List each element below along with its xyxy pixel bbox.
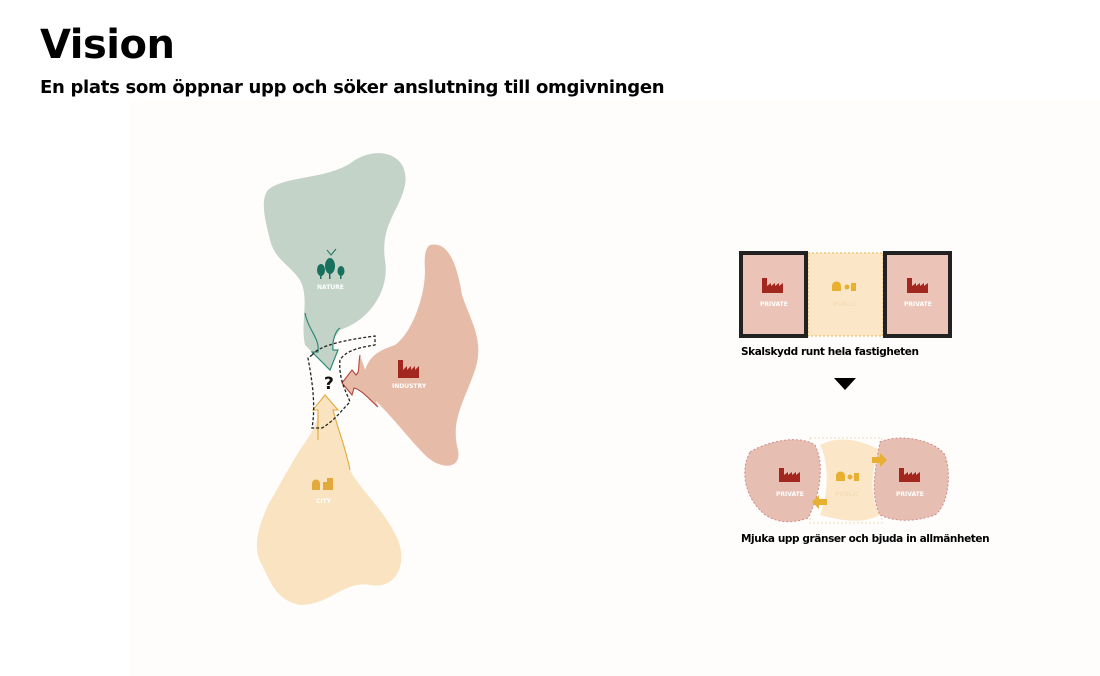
private-label: PRIVATE bbox=[760, 301, 788, 308]
city-label: CITY bbox=[316, 498, 332, 505]
arrow-right-icon bbox=[872, 453, 887, 467]
dashed-connector bbox=[307, 335, 376, 429]
public-label: PUBLIC bbox=[833, 301, 858, 308]
public-blob bbox=[820, 439, 880, 521]
public-zone-top bbox=[807, 252, 884, 337]
factory-icon bbox=[398, 360, 419, 378]
private-box-left bbox=[739, 251, 808, 338]
factory-icon bbox=[907, 278, 928, 293]
industry-blob bbox=[355, 244, 479, 466]
factory-icon bbox=[779, 468, 800, 482]
nature-label: NATURE bbox=[317, 284, 344, 291]
public-label: PUBLIC bbox=[835, 491, 860, 498]
trees-icon bbox=[317, 248, 345, 279]
private-box-right bbox=[883, 251, 952, 338]
down-triangle-icon bbox=[834, 378, 856, 390]
center-question-mark: ? bbox=[324, 374, 334, 394]
private-label: PRIVATE bbox=[776, 491, 804, 498]
factory-icon bbox=[762, 278, 783, 293]
nature-blob bbox=[263, 153, 406, 360]
bottom-caption: Mjuka upp gränser och bjuda in allmänhet… bbox=[741, 533, 990, 545]
private-label: PRIVATE bbox=[896, 491, 924, 498]
city-blob bbox=[256, 395, 402, 605]
page-subtitle: En plats som öppnar upp och söker anslut… bbox=[40, 77, 665, 98]
arrow-left-icon bbox=[812, 495, 827, 509]
city-arrow-outline bbox=[311, 394, 351, 471]
private-label: PRIVATE bbox=[904, 301, 932, 308]
page-title: Vision bbox=[40, 22, 175, 68]
industry-label: INDUSTRY bbox=[392, 383, 427, 390]
nature-arrow bbox=[304, 312, 341, 372]
city-buildings-icon bbox=[312, 478, 333, 490]
factory-icon bbox=[899, 468, 920, 482]
public-zone-bottom bbox=[809, 437, 883, 524]
public-icon bbox=[832, 281, 856, 291]
top-caption: Skalskydd runt hela fastigheten bbox=[741, 346, 919, 358]
public-icon bbox=[836, 471, 859, 481]
